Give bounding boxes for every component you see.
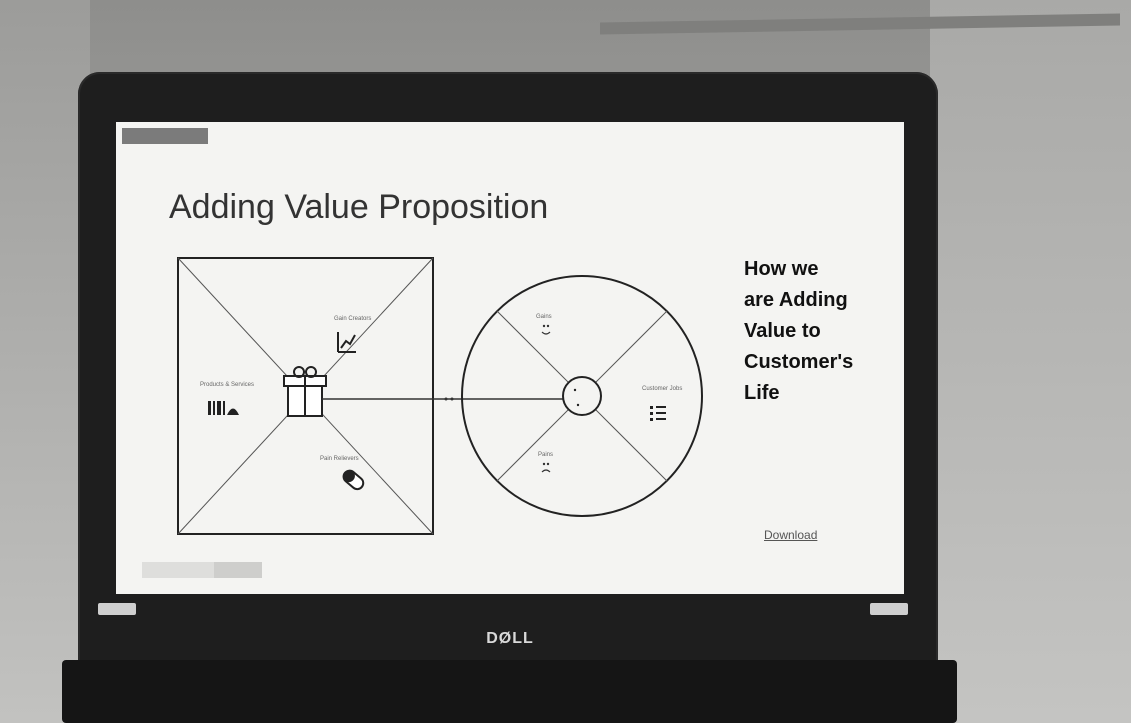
value-map-square (177, 257, 434, 535)
wall-left (0, 0, 90, 723)
products-icon (208, 401, 239, 415)
label-customer-jobs: Customer Jobs (642, 386, 682, 392)
footer-logo (142, 562, 262, 578)
label-pains: Pains (538, 452, 553, 458)
laptop-base (62, 660, 957, 723)
hinge-right (870, 603, 908, 615)
frown-icon (541, 462, 551, 473)
slide-title: Adding Value Proposition (169, 188, 549, 226)
checklist-icon (650, 406, 666, 421)
value-proposition-diagram: Gain Creators Products & Services Pain R… (177, 257, 703, 535)
hinge-left (98, 603, 136, 615)
download-link[interactable]: Download (764, 528, 818, 542)
value-caption: How we are Adding Value to Customer's Li… (744, 254, 884, 409)
slide-badge (122, 128, 208, 144)
laptop-screen: Adding Value Proposition (116, 122, 904, 594)
label-pain-relievers: Pain Relievers (320, 456, 359, 462)
connector-dot-a (444, 397, 448, 401)
caption-line-2: are Adding (744, 289, 848, 311)
connector-dot-b (450, 397, 454, 401)
smile-icon (541, 324, 551, 335)
gift-icon (283, 366, 327, 417)
label-gains: Gains (536, 314, 552, 320)
trending-up-icon (337, 332, 356, 353)
laptop-brand: DØLL (486, 630, 534, 647)
customer-face-icon (562, 376, 602, 416)
label-products-services: Products & Services (200, 382, 254, 388)
caption-line-4: Customer's (744, 351, 854, 373)
label-gain-creators: Gain Creators (334, 316, 371, 322)
caption-line-3: Value to (744, 320, 821, 342)
caption-line-1: How we (744, 258, 819, 280)
pill-icon (342, 469, 365, 491)
customer-profile-circle (461, 275, 703, 517)
wall-right (930, 0, 1131, 723)
caption-line-5: Life (744, 382, 780, 404)
